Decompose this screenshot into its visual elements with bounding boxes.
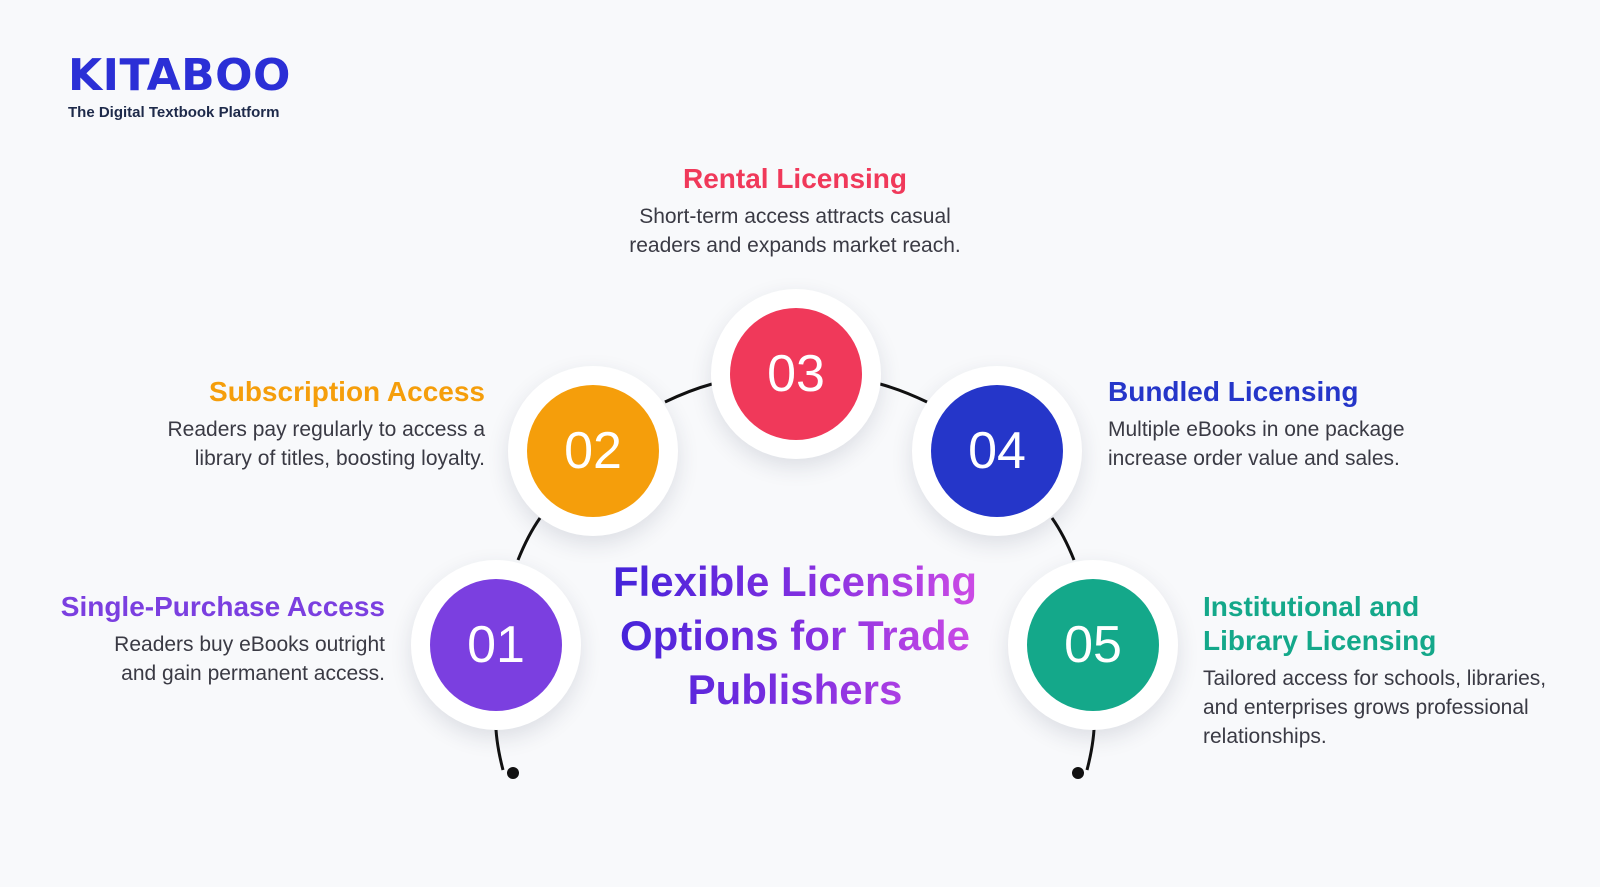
option-text-03: Rental Licensing Short-term access attra… [600, 162, 990, 260]
brand-tagline: The Digital Textbook Platform [68, 104, 280, 121]
option-title-05: Institutional and Library Licensing [1203, 591, 1437, 656]
option-desc-01: Readers buy eBooks outright and gain per… [114, 633, 385, 685]
option-desc-02: Readers pay regularly to access a librar… [167, 418, 486, 470]
brand-name: KITABOO [68, 50, 291, 101]
option-number-03: 03 [730, 308, 862, 440]
main-title: Flexible Licensing Options for Trade Pub… [585, 555, 1005, 717]
option-circle-04: 04 [912, 366, 1082, 536]
option-text-01: Single-Purchase Access Readers buy eBook… [40, 590, 385, 688]
option-title-02: Subscription Access [209, 376, 485, 407]
arc-end-dot-left [507, 767, 519, 779]
arc-segment-02-03 [664, 382, 713, 404]
brand-logo: KITABOO The Digital Textbook Platform [68, 50, 291, 121]
arc-segment-04-05 [1050, 517, 1076, 561]
option-circle-03: 03 [711, 289, 881, 459]
option-title-03: Rental Licensing [682, 163, 908, 194]
option-desc-03: Short-term access attracts casual reader… [629, 205, 961, 257]
option-number-01: 01 [430, 579, 562, 711]
option-circle-02: 02 [508, 366, 678, 536]
option-desc-04: Multiple eBooks in one package increase … [1108, 418, 1405, 470]
arc-segment-03-04 [879, 382, 928, 404]
option-number-05: 05 [1027, 579, 1159, 711]
option-text-02: Subscription Access Readers pay regularl… [120, 375, 486, 473]
option-text-05: Institutional and Library Licensing Tail… [1203, 590, 1548, 751]
arc-segment-02-01 [516, 517, 542, 561]
option-circle-01: 01 [411, 560, 581, 730]
arc-end-dot-right [1072, 767, 1084, 779]
option-number-04: 04 [931, 385, 1063, 517]
option-number-02: 02 [527, 385, 659, 517]
option-title-01: Single-Purchase Access [60, 591, 385, 622]
option-desc-05: Tailored access for schools, libraries, … [1203, 667, 1547, 748]
option-title-04: Bundled Licensing [1108, 376, 1359, 407]
option-text-04: Bundled Licensing Multiple eBooks in one… [1108, 375, 1468, 473]
option-circle-05: 05 [1008, 560, 1178, 730]
